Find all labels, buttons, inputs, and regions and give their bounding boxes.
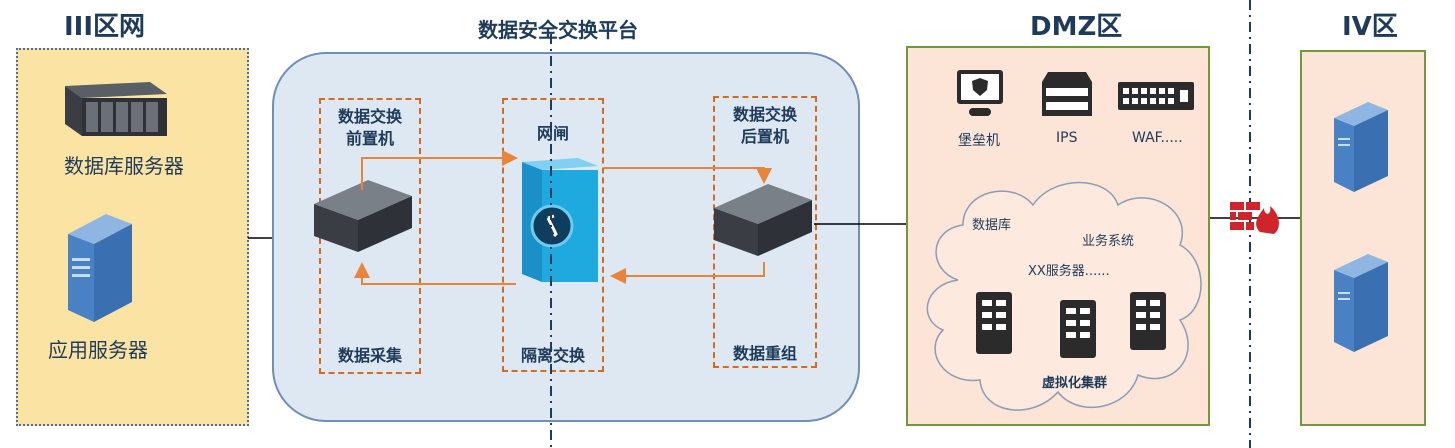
front-machine-caption: 数据采集 — [337, 346, 402, 365]
app-server-label: 应用服务器 — [48, 338, 148, 362]
zone4-server-top-icon — [1334, 102, 1388, 192]
back-machine-title: 数据交换 后置机 — [732, 105, 797, 146]
firewall-icon — [1230, 202, 1279, 234]
platform-title: 数据安全交换平台 — [478, 18, 638, 42]
virtual-cluster-servers — [976, 292, 1166, 358]
cloud-db-label: 数据库 — [972, 218, 1012, 233]
back-machine-caption: 数据重组 — [732, 344, 797, 363]
dmz-title: DMZ区 — [1030, 12, 1123, 42]
cloud-cluster-label: 虚拟化集群 — [1042, 376, 1108, 391]
bastion-label: 堡垒机 — [958, 133, 1000, 149]
zone4-title: IV区 — [1342, 12, 1398, 42]
front-machine-title: 数据交换 前置机 — [337, 107, 402, 148]
cloud-xx-label: XX服务器...... — [1028, 264, 1110, 279]
gateway-box — [502, 98, 604, 372]
ips-device-icon — [1042, 72, 1092, 116]
gateway-caption: 隔离交换 — [520, 346, 585, 365]
bastion-host-icon — [957, 70, 1003, 116]
zone3-title: III区网 — [64, 12, 146, 42]
app-server-icon — [68, 214, 132, 322]
waf-label: WAF..... — [1132, 130, 1183, 146]
cloud-biz-label: 业务系统 — [1082, 234, 1135, 249]
gateway-title: 网闸 — [536, 124, 569, 143]
back-server-icon — [714, 184, 812, 256]
db-server-label: 数据库服务器 — [64, 154, 184, 178]
front-server-icon — [314, 180, 412, 252]
rack-server-icon — [65, 82, 167, 136]
waf-device-icon — [1118, 82, 1194, 110]
ips-label: IPS — [1056, 130, 1078, 146]
zone4-server-bottom-icon — [1334, 254, 1388, 352]
